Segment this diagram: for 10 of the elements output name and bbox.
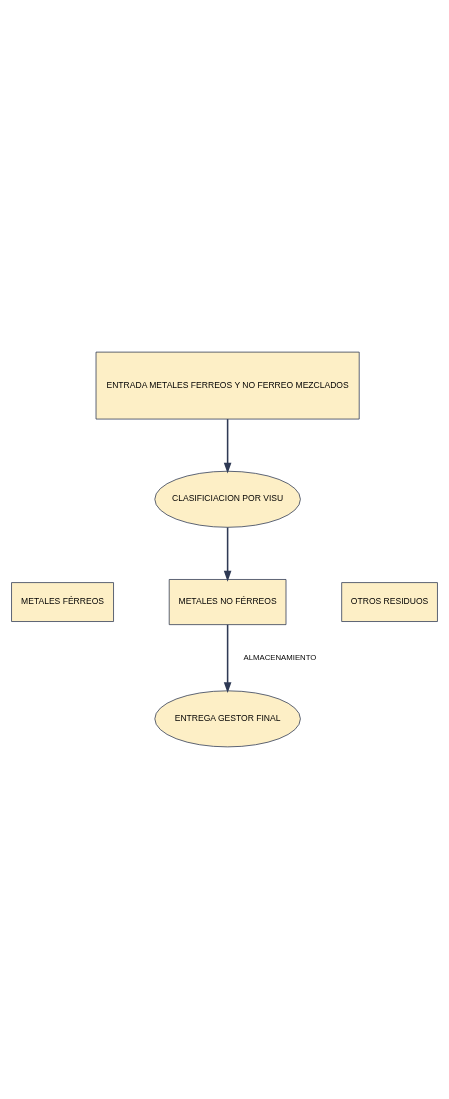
edge-label: ALMACENAMIENTO: [243, 653, 317, 663]
node-box: METALES FÉRREOS: [11, 582, 114, 622]
node-box: ENTRADA METALES FERREOS Y NO FERREO MEZCLADOS: [95, 351, 360, 420]
arrow: [223, 418, 232, 474]
node-box: METALES NO FÉRREOS: [168, 579, 287, 626]
node-box: OTROS RESIDUOS: [341, 582, 438, 622]
node-ellipse: ENTREGA GESTOR FINAL: [154, 690, 301, 748]
arrow: [223, 526, 232, 582]
arrow: [223, 624, 232, 694]
node-ellipse: CLASIFICIACION POR VISU: [154, 470, 301, 528]
